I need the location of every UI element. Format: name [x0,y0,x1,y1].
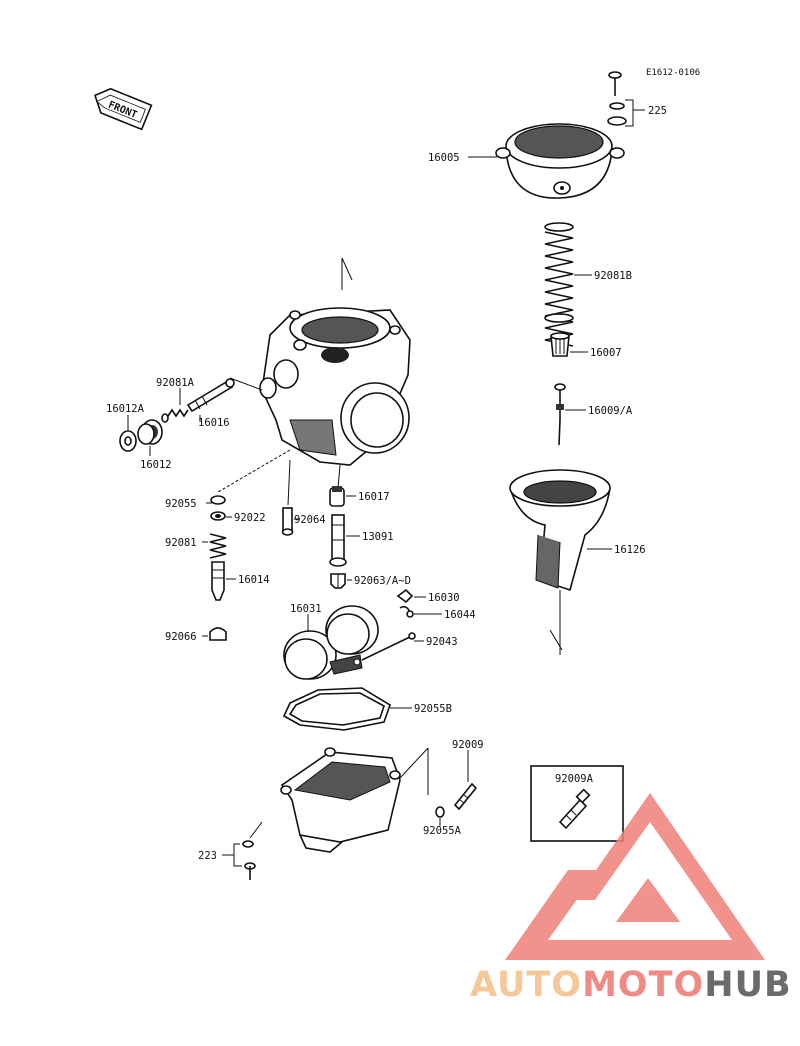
reference-code: E1612-0106 [646,68,700,78]
label-92066: 92066 [165,631,197,643]
main-jet-92063 [330,573,346,589]
throttle-slide-spring [544,222,574,347]
label-16012: 16012 [140,459,172,471]
float-valve-needle-16014 [211,561,225,601]
label-225: 225 [648,105,667,117]
label-223: 223 [198,850,217,862]
label-16012A: 16012A [106,403,145,415]
drain-screw-92009 [453,782,478,811]
needle-jet-16017 [329,486,345,507]
float-pin-92043 [361,632,416,661]
label-16014: 16014 [238,574,270,586]
o-ring-92055 [210,495,226,505]
label-92055B: 92055B [414,703,452,715]
label-16126: 16126 [614,544,646,556]
label-16009A: 16009/A [588,405,633,417]
label-92081: 92081 [165,537,197,549]
front-direction-arrow: FRONT [94,87,153,131]
carburetor-top-cover [495,123,625,199]
watermark-moto: MOTO [582,965,704,1005]
label-92081A: 92081A [156,377,195,389]
label-92022: 92022 [234,512,266,524]
label-92055: 92055 [165,498,197,510]
label-16044: 16044 [444,609,476,621]
watermark-auto: AUTO [470,965,582,1005]
float-16031 [283,605,379,680]
automotohub-watermark: AUTOMOTOHUB [470,793,792,1005]
label-92081B: 92081B [594,270,632,282]
emulsion-tube-13091 [329,514,347,567]
needle-holder [550,332,570,357]
label-92043: 92043 [426,636,458,648]
jet-needle [554,383,566,446]
watermark-hub: HUB [704,965,791,1005]
throttle-slide-diaphragm [509,469,611,655]
drain-o-ring-92055A [435,806,445,818]
label-92009A-box: 92009A [555,773,594,785]
svg-text:AUTOMOTOHUB: AUTOMOTOHUB [470,965,792,1005]
label-92063: 92063/A~D [354,575,411,587]
top-cover-screw [607,71,627,126]
label-16007: 16007 [590,347,622,359]
pilot-jet-92064 [281,507,294,536]
float-bowl [280,747,401,853]
pilot-screw-spring [161,408,189,423]
pilot-screw-cap [137,419,163,445]
label-16016: 16016 [198,417,230,429]
watermark-triangle-logo [505,793,765,960]
label-92064: 92064 [294,514,326,526]
label-16005: 16005 [428,152,460,164]
float-valve-16030 [396,588,414,604]
pilot-screw-washer [119,430,137,452]
clip-16044 [399,605,414,618]
label-16017: 16017 [358,491,390,503]
cap-92066 [209,627,227,641]
label-13091: 13091 [362,531,394,543]
label-16031: 16031 [290,603,322,615]
float-bowl-screws-223 [242,840,256,880]
washer-92022 [210,511,226,521]
spring-92081 [209,533,227,559]
pilot-air-screw [186,378,235,413]
inset-box-92009A: 92009A [530,765,624,842]
float-bowl-gasket-92055B [282,687,391,731]
carburetor-body [229,257,411,466]
label-92055A: 92055A [423,825,462,837]
label-92009: 92009 [452,739,484,751]
label-16030: 16030 [428,592,460,604]
